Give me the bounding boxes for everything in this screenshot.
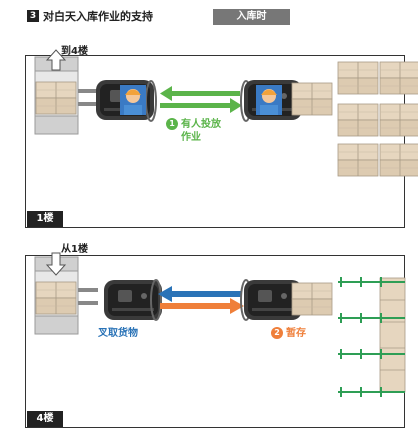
step-2-number: 2 <box>271 327 283 339</box>
step-2-text: 暂存 <box>286 328 306 339</box>
forklift-robot-right <box>240 80 333 122</box>
step-1-text: 有人投放 <box>181 119 221 130</box>
elevator-destination-label: 到4楼 <box>61 46 88 57</box>
operator-icon-right <box>256 85 282 115</box>
operator-icon <box>120 85 146 115</box>
storage-rack <box>338 277 406 397</box>
up-arrow-icon <box>45 49 67 71</box>
floor-4-badge: 4楼 <box>27 411 63 427</box>
forklift-robot-bottom-right <box>240 279 333 321</box>
fetch-arrow <box>158 286 242 302</box>
step-1-caption-line2: 作业 <box>181 132 201 143</box>
floor-1-badge: 1楼 <box>27 211 63 227</box>
bidirectional-arrow <box>160 86 242 113</box>
phase-badge: 入库时 <box>213 9 290 25</box>
step-1-number: 1 <box>166 118 178 130</box>
store-arrow <box>160 298 244 314</box>
section-number: 3 <box>27 10 39 22</box>
forklift-robot-bottom-left <box>78 279 162 321</box>
elevator-origin-label: 从1楼 <box>61 244 88 255</box>
storage-boxes-top <box>337 61 418 177</box>
section-title: 对白天入库作业的支持 <box>43 10 153 23</box>
fetch-caption: 叉取货物 <box>98 328 138 339</box>
down-arrow-icon <box>45 252 67 276</box>
